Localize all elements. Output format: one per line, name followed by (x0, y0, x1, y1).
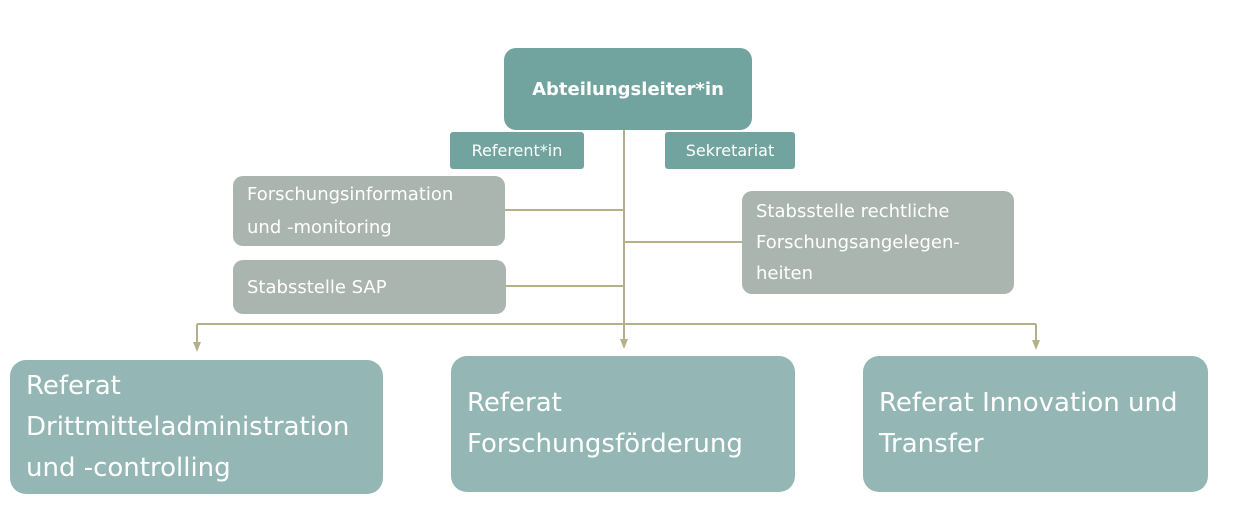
node-label: Abteilungsleiter*in (532, 78, 724, 100)
node-stabsstelle-recht: Stabsstelle rechtliche Forschungsangeleg… (742, 191, 1014, 294)
node-label: Referent*in (471, 141, 563, 160)
node-sekretariat: Sekretariat (665, 132, 795, 169)
node-forschungsinformation: Forschungsinformation und -monitoring (233, 176, 505, 246)
node-referat-drittmittel: Referat Drittmitteladministration und -c… (10, 360, 383, 494)
node-abteilungsleiter: Abteilungsleiter*in (504, 48, 752, 130)
node-label: Forschungsinformation und -monitoring (247, 184, 454, 238)
node-label: Sekretariat (685, 141, 775, 160)
node-referat-forschungsfoerderung: Referat Forschungsförderung (451, 356, 795, 492)
node-stabsstelle-sap: Stabsstelle SAP (233, 260, 506, 314)
node-label: Stabsstelle SAP (247, 276, 387, 298)
node-label: Referat Forschungsförderung (467, 388, 743, 459)
node-label: Referat Drittmitteladministration und -c… (26, 370, 350, 483)
node-label: Stabsstelle rechtliche Forschungsangeleg… (756, 201, 960, 284)
node-referent: Referent*in (450, 132, 584, 169)
node-label: Referat Innovation und Transfer (879, 388, 1178, 459)
node-referat-innovation: Referat Innovation und Transfer (863, 356, 1208, 492)
